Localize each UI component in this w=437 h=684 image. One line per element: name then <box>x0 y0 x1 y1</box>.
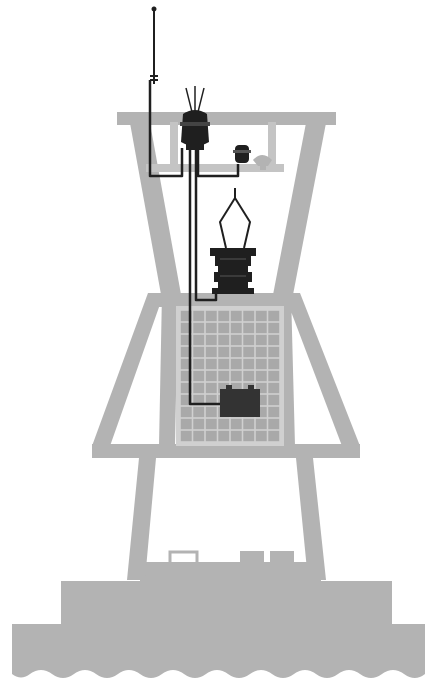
solar-cell <box>206 359 217 369</box>
navigation-light-icon <box>233 145 251 163</box>
lower-leg-right <box>296 458 326 580</box>
solar-cell <box>243 323 254 333</box>
solar-cell <box>206 371 217 381</box>
gps-antenna-icon <box>186 86 204 112</box>
solar-cell <box>231 335 242 345</box>
solar-cell <box>218 359 229 369</box>
solar-panel-frame <box>176 306 284 446</box>
solar-cell <box>218 311 229 321</box>
solar-cell <box>268 383 279 393</box>
solar-cell <box>193 407 204 417</box>
solar-cell <box>231 419 242 429</box>
solar-cell <box>218 323 229 333</box>
solar-cell <box>243 359 254 369</box>
solar-cell <box>243 371 254 381</box>
solar-cell <box>193 311 204 321</box>
antenna-icon <box>150 7 158 85</box>
sensor-cage-icon <box>210 188 256 294</box>
solar-cell <box>218 419 229 429</box>
solar-cell <box>231 311 242 321</box>
solar-cell <box>206 419 217 429</box>
frame-outer-right <box>284 293 360 446</box>
solar-cell <box>193 347 204 357</box>
hull-deck <box>140 562 321 584</box>
solar-cell <box>206 407 217 417</box>
solar-panel-icon <box>176 306 284 446</box>
solar-cell <box>231 371 242 381</box>
solar-cell <box>193 431 204 441</box>
solar-cell <box>243 419 254 429</box>
frame-outer-left <box>92 293 164 446</box>
solar-cell <box>206 383 217 393</box>
solar-cell <box>268 347 279 357</box>
solar-cell <box>268 359 279 369</box>
solar-cell <box>181 419 192 429</box>
top-post-left <box>170 122 178 168</box>
solar-cell <box>268 407 279 417</box>
frame-inner-left <box>159 293 178 446</box>
solar-cell <box>243 311 254 321</box>
solar-cell <box>206 323 217 333</box>
solar-cell <box>256 371 267 381</box>
solar-cell <box>206 335 217 345</box>
solar-cell <box>193 383 204 393</box>
solar-cell <box>206 431 217 441</box>
deck-fitting-right <box>270 551 294 563</box>
solar-cell <box>268 431 279 441</box>
solar-cell <box>268 311 279 321</box>
solar-cell <box>256 347 267 357</box>
solar-cell <box>193 359 204 369</box>
solar-cell <box>206 311 217 321</box>
solar-cell <box>218 347 229 357</box>
solar-cell <box>193 419 204 429</box>
solar-cell <box>268 335 279 345</box>
solar-cell <box>268 371 279 381</box>
tower-lower-legs <box>127 458 326 580</box>
solar-cell <box>256 419 267 429</box>
solar-cell <box>206 347 217 357</box>
solar-cell <box>256 323 267 333</box>
solar-cell <box>243 431 254 441</box>
solar-cell <box>218 431 229 441</box>
solar-cell <box>193 335 204 345</box>
solar-cell <box>256 335 267 345</box>
solar-cell <box>256 431 267 441</box>
solar-cell <box>268 395 279 405</box>
solar-cell <box>231 347 242 357</box>
battery-box-icon <box>220 385 260 417</box>
hull-mid-section <box>61 581 392 627</box>
lower-frame-bar <box>92 444 360 458</box>
solar-cell <box>218 335 229 345</box>
solar-cell <box>256 359 267 369</box>
solar-cell <box>256 311 267 321</box>
solar-cell <box>231 359 242 369</box>
solar-cell <box>231 431 242 441</box>
solar-cell <box>218 371 229 381</box>
solar-cell <box>193 371 204 381</box>
buoy-hull <box>12 551 425 678</box>
solar-cell <box>243 335 254 345</box>
upper-leg-right <box>272 123 326 300</box>
solar-cell <box>243 347 254 357</box>
solar-cell <box>231 323 242 333</box>
solar-cell <box>193 323 204 333</box>
solar-cell <box>268 419 279 429</box>
solar-cell <box>268 323 279 333</box>
solar-cell <box>181 431 192 441</box>
hull-waterline <box>12 624 425 678</box>
lower-leg-left <box>127 458 156 580</box>
deck-fitting-left <box>240 551 264 563</box>
data-logger-icon <box>180 110 210 150</box>
solar-cell <box>181 407 192 417</box>
